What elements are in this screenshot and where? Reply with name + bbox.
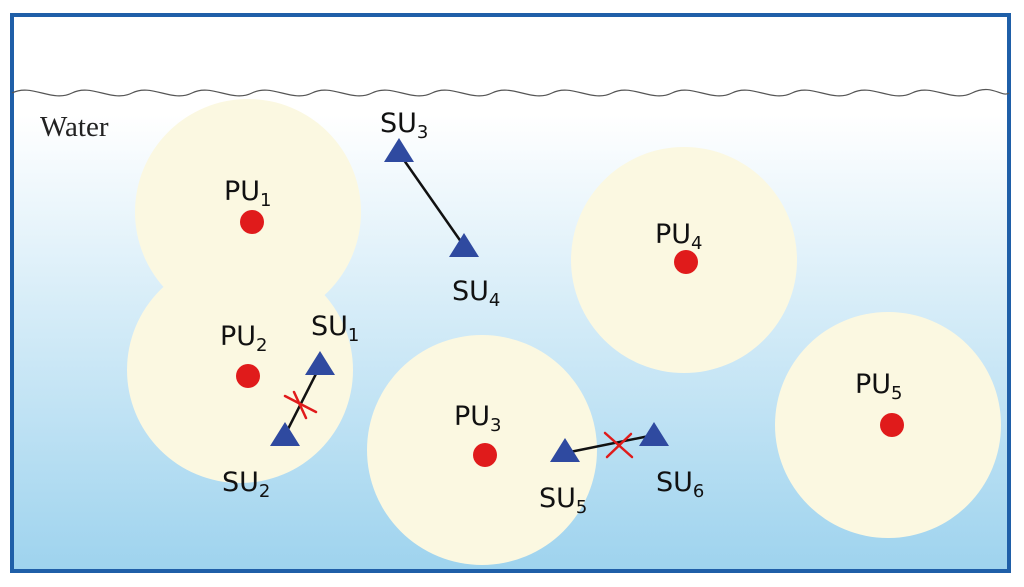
su4-label: SU4: [452, 276, 500, 311]
pu2-node: [236, 364, 260, 388]
su1-label: SU1: [311, 311, 359, 346]
pu3-node: [473, 443, 497, 467]
pu2-label: PU2: [220, 321, 268, 356]
pu4-label: PU4: [655, 219, 703, 254]
su5-label: SU5: [539, 483, 587, 518]
link-su3-su4: [397, 152, 466, 247]
pu4-node: [674, 250, 698, 274]
su2-node: [270, 422, 300, 446]
su5-node: [550, 438, 580, 462]
pu1-node: [240, 210, 264, 234]
blocked-marker-su5-su6: [603, 431, 634, 459]
su3-label: SU3: [380, 108, 428, 143]
water-surface-line: [11, 88, 1010, 97]
su1-node: [305, 351, 335, 375]
pu1-label: PU1: [224, 176, 272, 211]
link-su5-su6: [564, 433, 655, 455]
water-label: Water: [40, 111, 109, 143]
pu5-node: [880, 413, 904, 437]
su2-label: SU2: [222, 467, 270, 502]
pu3-label: PU3: [454, 401, 502, 436]
diagram-frame: [10, 13, 1011, 573]
blocked-marker-su1-su2: [283, 390, 318, 420]
su4-node: [449, 233, 479, 257]
link-su1-su2: [283, 365, 322, 436]
su3-node: [384, 138, 414, 162]
su6-node: [639, 422, 669, 446]
pu5-label: PU5: [855, 369, 903, 404]
su6-label: SU6: [656, 467, 704, 502]
